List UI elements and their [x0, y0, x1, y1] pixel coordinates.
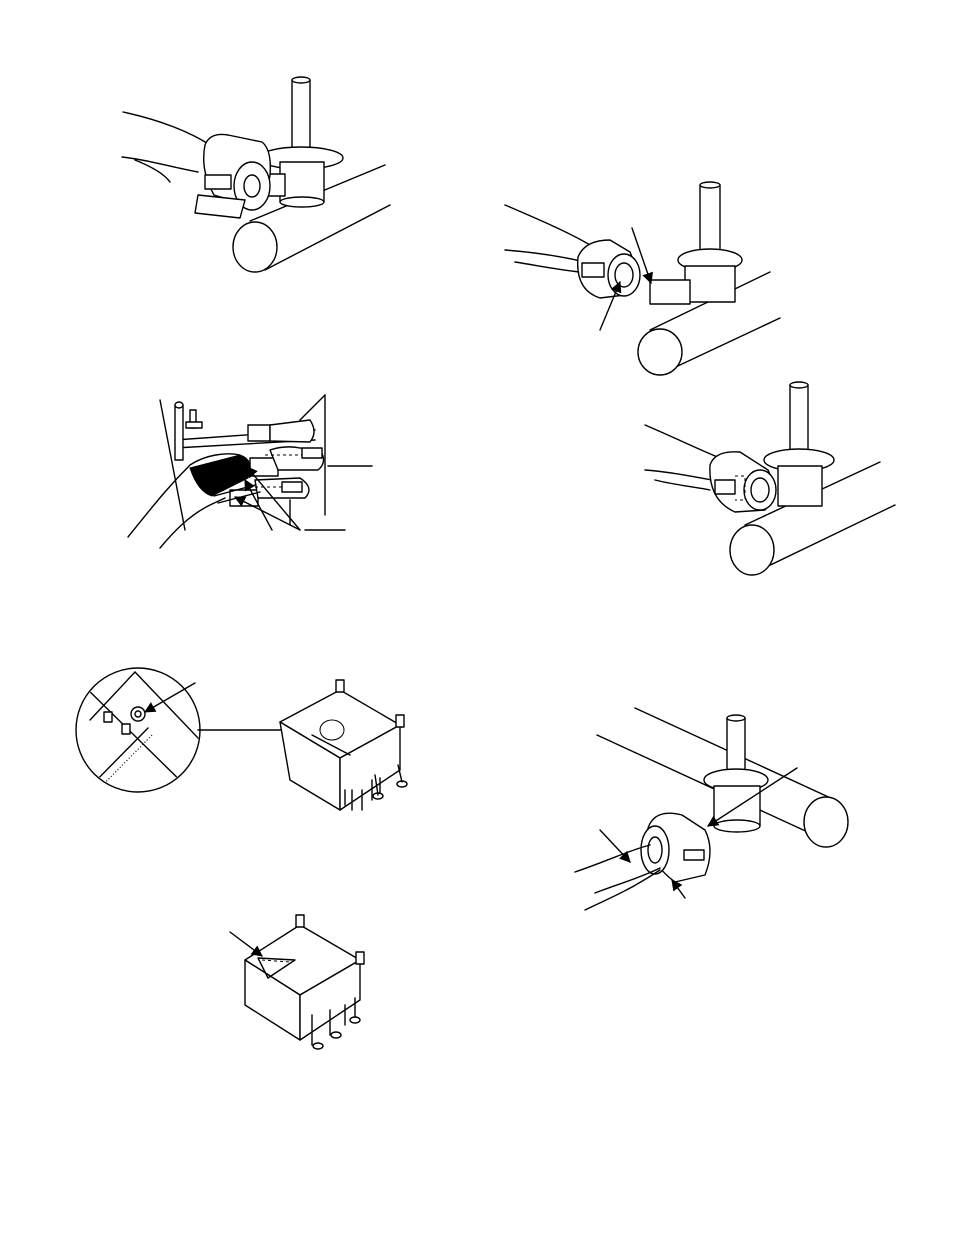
hand-outline-lower [585, 868, 660, 910]
hand-outline-upper [505, 205, 590, 245]
hand-outline-upper [645, 425, 720, 458]
magnified-detail-circle [76, 668, 200, 800]
figure-burner-assembly-hand-inspection [128, 395, 372, 548]
hand-outline-lower [645, 470, 712, 490]
valve-row-middle [250, 447, 372, 476]
figure-burner-box-detail [76, 668, 407, 810]
hand-outline-upper [123, 112, 210, 145]
hand-outline-upper [575, 845, 650, 872]
burner-box [280, 680, 407, 810]
burner-box [245, 915, 364, 1049]
figure-burner-box-inner-view [230, 915, 364, 1049]
callout-arrow-slot [672, 880, 685, 898]
valve-stem [704, 715, 768, 832]
figure-tube-shield-installed [575, 708, 848, 910]
hand-outline-lower [505, 250, 585, 272]
figure-tube-shield-removal [122, 77, 390, 272]
hand-outline-lower [122, 157, 198, 182]
valve-row-bottom [230, 478, 309, 525]
figure-tube-seated-on-orifice [645, 382, 895, 575]
post [175, 405, 183, 460]
valve-stem [650, 182, 742, 304]
figure-venturi-tube-alignment [505, 182, 780, 375]
pilot-fitting [186, 410, 202, 428]
venturi-tube [578, 240, 640, 298]
perforated-shield [195, 134, 270, 218]
callout-arrow-inner [230, 932, 262, 956]
